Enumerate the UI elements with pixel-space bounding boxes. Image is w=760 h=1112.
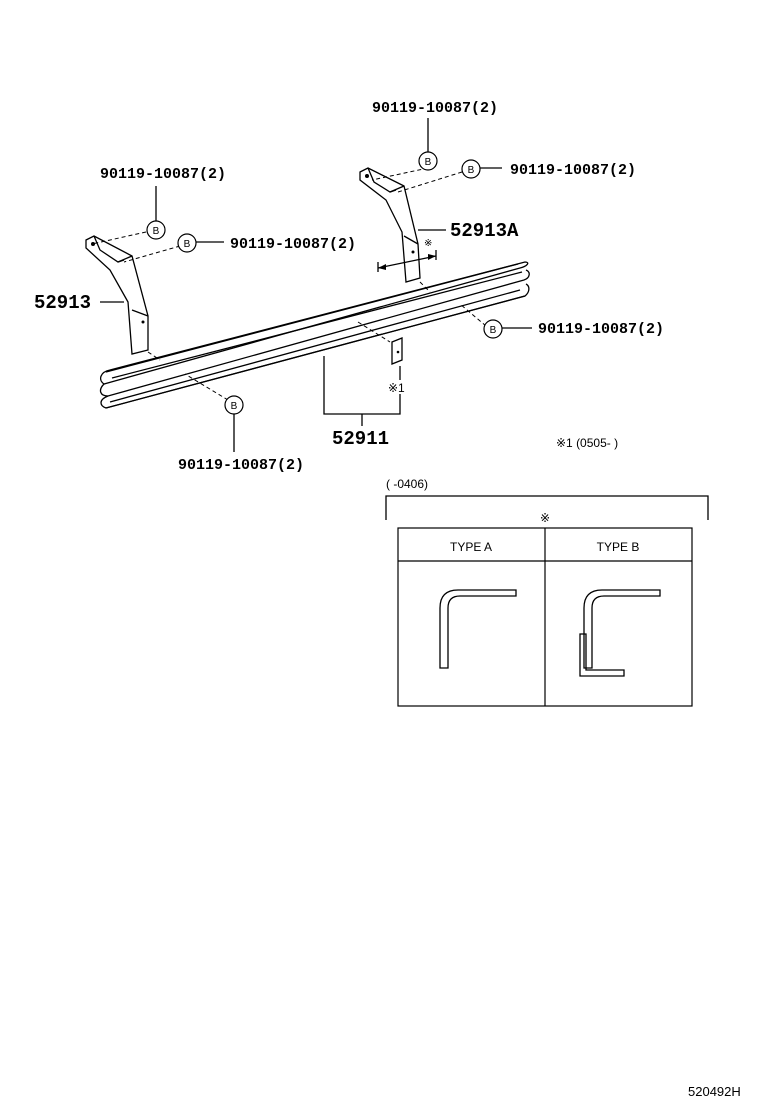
bolt-symbol-left-upper: B	[146, 220, 166, 240]
bolt-symbol-top-center: B	[418, 151, 438, 171]
svg-text:B: B	[153, 226, 160, 237]
bracket-marker: ※	[540, 511, 550, 525]
svg-text:B: B	[231, 401, 238, 412]
mudflap-tag	[391, 337, 403, 365]
bolt-label-top-right: 90119-10087(2)	[510, 162, 636, 179]
left-bracket	[85, 235, 149, 355]
bolt-label-right-mid: 90119-10087(2)	[538, 321, 664, 338]
part-label-52913: 52913	[34, 292, 91, 314]
small-note-marker: ※	[424, 238, 432, 249]
bolt-symbol-bottom: B	[224, 395, 244, 415]
type-table: TYPE A TYPE B	[397, 527, 693, 707]
svg-text:B: B	[425, 157, 432, 168]
diagram-code: 520492H	[688, 1084, 741, 1099]
note-text: ※1 (0505- )	[556, 436, 618, 450]
bolt-symbol-left-mid: B	[177, 233, 197, 253]
type-b-bracket-shape	[583, 589, 661, 669]
type-b-header: TYPE B	[597, 540, 640, 554]
type-a-bracket-shape	[439, 589, 517, 669]
type-a-header: TYPE A	[450, 540, 492, 554]
svg-text:B: B	[490, 325, 497, 336]
svg-text:B: B	[184, 239, 191, 250]
bolt-symbol-right-mid: B	[483, 319, 503, 339]
svg-text:B: B	[468, 165, 475, 176]
dimension-arrow	[377, 250, 437, 272]
bolt-label-left-mid: 90119-10087(2)	[230, 236, 356, 253]
bumper-bar	[99, 261, 530, 409]
bolt-symbol-top-right: B	[461, 159, 481, 179]
bolt-label-top-center: 90119-10087(2)	[372, 100, 498, 117]
note-marker-1: ※1	[388, 381, 405, 395]
part-label-52913a: 52913A	[450, 220, 519, 242]
bolt-label-bottom: 90119-10087(2)	[178, 457, 304, 474]
bolt-label-left-upper: 90119-10087(2)	[100, 166, 226, 183]
bracket-label: ( -0406)	[386, 477, 428, 491]
part-label-52911: 52911	[332, 428, 389, 450]
